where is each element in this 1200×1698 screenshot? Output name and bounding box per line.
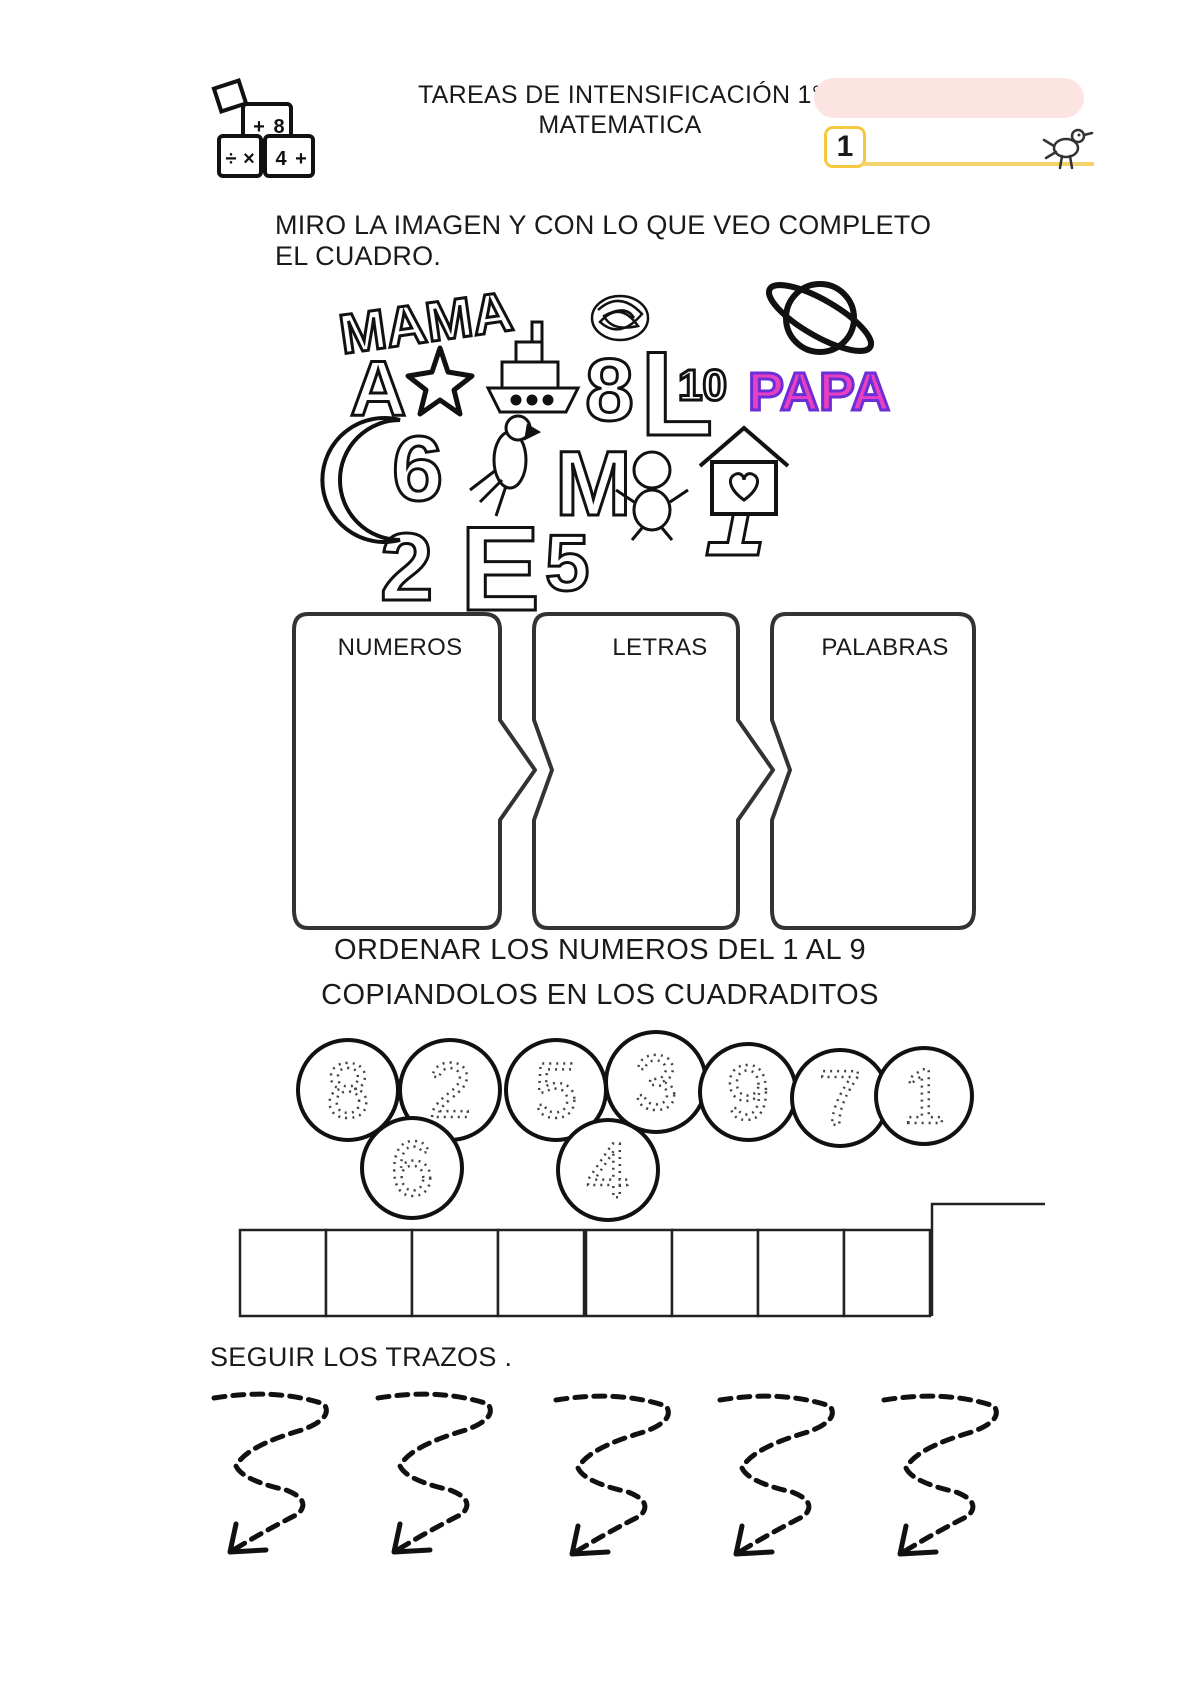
number-8: 8 [585, 340, 634, 439]
answer-box[interactable] [238, 1228, 328, 1318]
trace-pattern[interactable] [884, 1396, 996, 1554]
parrot-icon [469, 414, 542, 517]
number-circle [874, 1046, 974, 1146]
dotted-number: 4 [586, 1126, 629, 1214]
dotted-number: 1 [902, 1052, 945, 1140]
instruction-line-1: MIRO LA IMAGEN Y CON LO QUE VEO COMPLETO [275, 210, 932, 240]
answer-box[interactable] [756, 1228, 846, 1318]
dotted-number: 9 [726, 1048, 769, 1136]
answer-box[interactable] [670, 1228, 760, 1318]
instruction-line-2: EL CUADRO. [275, 241, 442, 271]
box-label-palabras: PALABRAS [821, 634, 949, 661]
number-circle [556, 1118, 660, 1222]
dotted-number: 6 [390, 1124, 433, 1212]
name-field-pill [814, 78, 1084, 118]
classification-outline [292, 612, 976, 930]
dotted-number: 5 [534, 1046, 577, 1134]
moon-icon [320, 416, 401, 544]
word-papa: PAPA [748, 362, 890, 422]
letter-e: E [460, 502, 540, 620]
math-blocks-logo: + 8 ÷ × 4 + [211, 78, 315, 178]
block-glyph: × [243, 148, 255, 170]
star-icon [405, 345, 475, 417]
number-circle [360, 1116, 464, 1220]
box-letras-outline [532, 612, 775, 930]
order-line-2: COPIANDOLOS EN LOS CUADRADITOS [321, 979, 879, 1011]
baby-icon [615, 450, 689, 541]
answer-box[interactable] [324, 1228, 414, 1318]
order-line-1: ORDENAR LOS NUMEROS DEL 1 AL 9 [333, 934, 866, 966]
order-instruction: ORDENAR LOS NUMEROS DEL 1 AL 9 COPIANDOL… [280, 928, 920, 1018]
dotted-number: 3 [634, 1038, 677, 1126]
trace-pattern[interactable] [214, 1394, 326, 1552]
planet-icon [765, 281, 875, 355]
scribble-icon [590, 294, 650, 342]
trace-pattern[interactable] [720, 1396, 832, 1554]
box-label-numeros: NUMEROS [337, 634, 463, 661]
letter-m: M [555, 433, 632, 535]
dotted-number: 8 [326, 1046, 369, 1134]
answer-box[interactable] [584, 1228, 674, 1318]
answer-box[interactable] [410, 1228, 500, 1318]
box-label-letras: LETRAS [612, 634, 708, 661]
bird-icon [1042, 128, 1094, 170]
answer-box[interactable] [496, 1228, 586, 1318]
number-5: 5 [545, 518, 590, 607]
title-line-2: MATEMATICA [538, 111, 702, 139]
number-circles: 8 2 5 3 9 7 1 6 4 [296, 1030, 974, 1222]
block-glyph: + [253, 116, 265, 138]
box-palabras-outline [770, 612, 976, 930]
page-number-badge: 1 [824, 126, 866, 168]
trace-title: SEGUIR LOS TRAZOS . [210, 1342, 513, 1372]
number-6: 6 [392, 418, 443, 520]
partial-answer-box[interactable] [930, 1202, 1045, 1316]
title-line-1: TAREAS DE INTENSIFICACIÓN 1° [417, 81, 823, 109]
number-10: 10 [678, 361, 727, 410]
letter-l: L [640, 327, 713, 461]
box-numeros-outline [292, 612, 537, 930]
dotted-number: 2 [428, 1046, 471, 1134]
boat-icon [485, 320, 581, 414]
house-icon [698, 425, 790, 516]
trace-patterns [200, 1390, 1030, 1590]
answer-box-row [238, 1202, 1045, 1318]
answer-box[interactable] [842, 1228, 932, 1318]
trace-pattern[interactable] [556, 1396, 668, 1554]
block-glyph: 8 [273, 116, 284, 138]
block-glyph: 4 [275, 148, 287, 170]
trace-pattern[interactable] [378, 1394, 490, 1552]
collage: MAMA A 8 L 10 6 M 2 E 5 1 PAPA [320, 278, 892, 620]
dotted-number: 7 [818, 1054, 861, 1142]
block-glyph: + [295, 148, 307, 170]
instruction-text: MIRO LA IMAGEN Y CON LO QUE VEO COMPLETO… [275, 210, 975, 272]
block-glyph: ÷ [226, 148, 237, 170]
header-underline [862, 162, 1094, 166]
worksheet-title: TAREAS DE INTENSIFICACIÓN 1° MATEMATICA [330, 80, 910, 140]
number-2: 2 [380, 514, 433, 620]
